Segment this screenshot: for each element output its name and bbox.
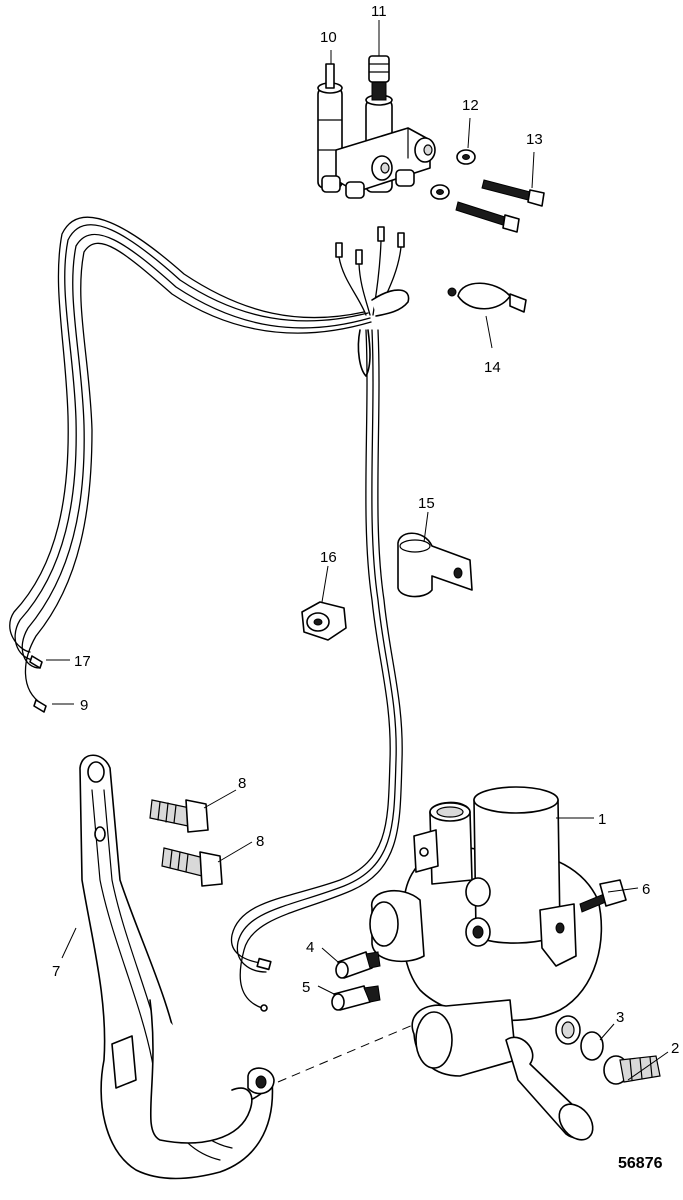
- leader-lines: [46, 20, 669, 1081]
- callout-2: 2: [671, 1040, 679, 1057]
- callout-5: 5: [302, 979, 310, 996]
- flange-nut-16: [301, 601, 347, 641]
- bolts-8: [149, 799, 223, 887]
- callout-7: 7: [52, 963, 60, 980]
- wire-harness: [9, 216, 410, 1012]
- figure-number: 56876: [618, 1155, 663, 1172]
- sensors-4-5: [331, 951, 381, 1011]
- plug-2: [603, 1055, 661, 1085]
- callout-6: 6: [642, 881, 650, 898]
- o-ring-3: [580, 1031, 604, 1061]
- callout-13: 13: [526, 131, 543, 148]
- callout-9: 9: [80, 697, 88, 714]
- callout-3: 3: [616, 1009, 624, 1026]
- clamp-14: [447, 282, 527, 313]
- callout-4: 4: [306, 939, 314, 956]
- p-clip-15: [397, 532, 473, 598]
- housing-1: [369, 786, 603, 1141]
- callout-16: 16: [320, 549, 337, 566]
- callouts: 1 2 3 4 5 6 7 8 8 9 10 11 12 13 14 15 16…: [52, 3, 679, 1057]
- callout-12: 12: [462, 97, 479, 114]
- callout-17: 17: [74, 653, 91, 670]
- screws-13: [455, 179, 545, 233]
- valve-assembly: [317, 55, 436, 199]
- callout-15: 15: [418, 495, 435, 512]
- bracket-7: [79, 754, 275, 1180]
- screw-6: [579, 879, 627, 913]
- callout-8a: 8: [238, 775, 246, 792]
- callout-8b: 8: [256, 833, 264, 850]
- washers: [430, 149, 476, 200]
- callout-11: 11: [371, 3, 387, 20]
- callout-1: 1: [598, 811, 606, 828]
- callout-14: 14: [484, 359, 501, 376]
- callout-10: 10: [320, 29, 337, 46]
